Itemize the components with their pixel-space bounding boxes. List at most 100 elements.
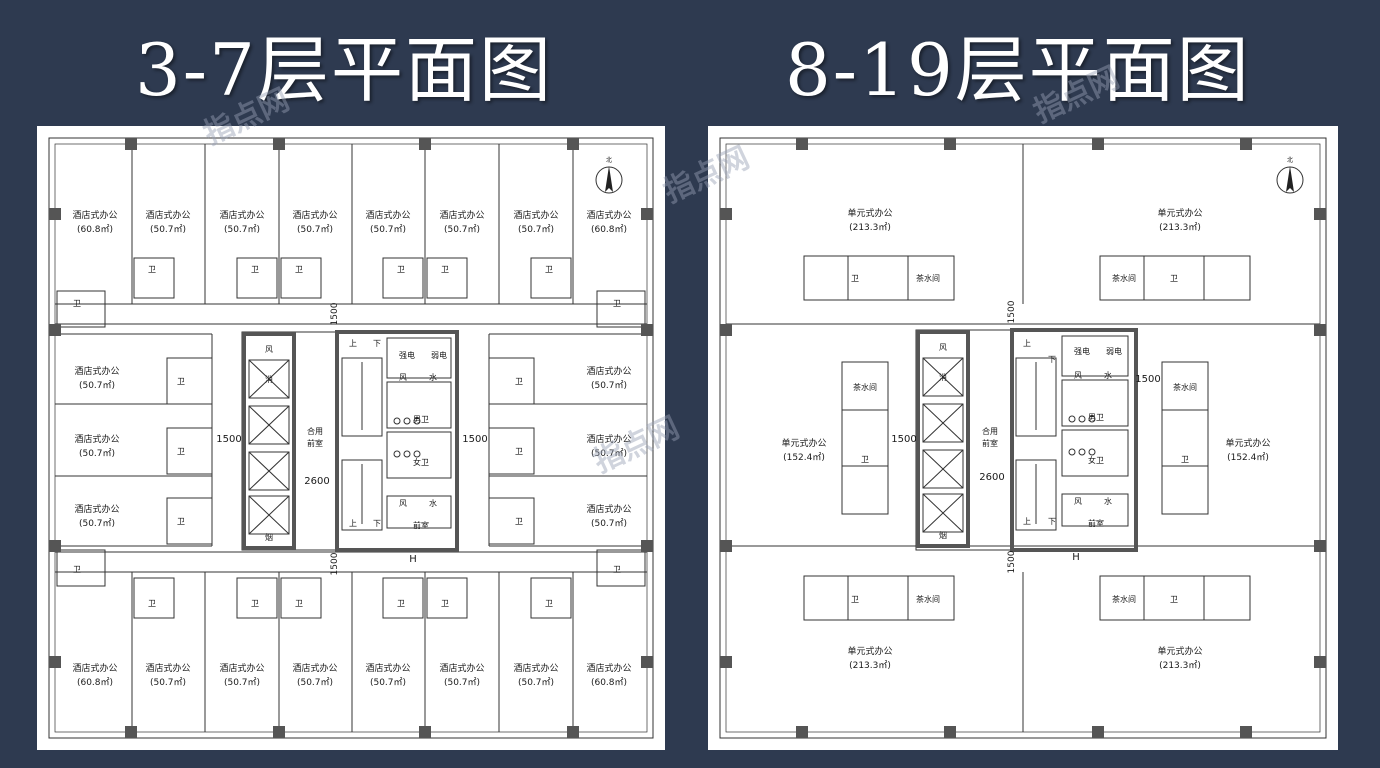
room-label: 酒店式办公	[74, 365, 119, 377]
room-label: 强电	[1074, 346, 1090, 356]
wc-label: 卫	[613, 299, 621, 308]
floor-plan-3-7: 北 酒店式办公 (60.8㎡) 酒店式办公 (50.7㎡) 酒店式办公 (50.…	[37, 126, 665, 750]
room-area: (213.3㎡)	[1159, 660, 1201, 671]
room-area: (152.4㎡)	[783, 452, 825, 463]
room-label: 酒店式办公	[365, 662, 410, 674]
room-label: 女卫	[413, 457, 429, 467]
room-label: 男卫	[1088, 413, 1104, 422]
wc-label: 卫	[73, 565, 81, 574]
wc-label: 卫	[861, 455, 869, 464]
wc-label: 卫	[1181, 455, 1189, 464]
room-label: 酒店式办公	[219, 662, 264, 674]
tea-room-label: 茶水间	[916, 594, 940, 604]
room-area: (50.7㎡)	[224, 224, 260, 235]
stair-down-label: 下	[373, 339, 381, 348]
lobby-label: 合用	[307, 426, 323, 436]
room-area: (50.7㎡)	[79, 448, 115, 459]
wc-label: 卫	[613, 565, 621, 574]
room-label: 酒店式办公	[365, 209, 410, 221]
room-label: 强电	[399, 350, 415, 360]
room-area: (50.7㎡)	[518, 224, 554, 235]
room-label: 酒店式办公	[74, 503, 119, 515]
room-area: (50.7㎡)	[444, 224, 480, 235]
north-label: 北	[1287, 156, 1293, 164]
dimension-label: 1500	[330, 552, 340, 575]
room-label: 酒店式办公	[145, 209, 190, 221]
room-area: (60.8㎡)	[591, 677, 627, 688]
room-label: 酒店式办公	[74, 433, 119, 445]
wc-label: 卫	[148, 265, 156, 274]
room-area: (50.7㎡)	[591, 448, 627, 459]
wc-label: 卫	[545, 599, 553, 608]
room-area: (213.3㎡)	[849, 660, 891, 671]
room-label: 风	[399, 373, 407, 382]
room-label: 前室	[1088, 518, 1104, 528]
stair-up-label: 上	[1023, 339, 1031, 348]
room-label: 消	[939, 372, 947, 382]
room-label: 单元式办公	[781, 437, 826, 449]
wc-label: 卫	[251, 599, 259, 608]
dimension-label: 1500	[216, 434, 241, 445]
stair-up-label: 上	[1023, 517, 1031, 526]
wc-label: 卫	[73, 299, 81, 308]
room-label: 单元式办公	[847, 645, 892, 657]
room-label: 酒店式办公	[586, 209, 631, 221]
room-area: (50.7㎡)	[297, 677, 333, 688]
lobby-label: 前室	[307, 438, 323, 448]
room-label: 风	[265, 345, 273, 354]
room-area: (50.7㎡)	[79, 518, 115, 529]
wc-label: 卫	[441, 599, 449, 608]
room-label: 弱电	[1106, 346, 1122, 356]
room-label: 女卫	[1088, 455, 1104, 465]
dimension-label: 2600	[304, 476, 329, 487]
stair-up-label: 上	[349, 519, 357, 528]
room-area: (213.3㎡)	[1159, 222, 1201, 233]
room-area: (50.7㎡)	[224, 677, 260, 688]
tea-room-label: 茶水间	[1173, 382, 1197, 392]
room-label: 酒店式办公	[439, 209, 484, 221]
room-label: 酒店式办公	[219, 209, 264, 221]
wc-label: 卫	[545, 265, 553, 274]
dimension-label: 1500	[1007, 550, 1017, 573]
room-label: 单元式办公	[1225, 437, 1270, 449]
room-label: 酒店式办公	[513, 662, 558, 674]
room-label: 酒店式办公	[586, 662, 631, 674]
room-label: 烟	[939, 531, 947, 540]
room-area: (50.7㎡)	[444, 677, 480, 688]
room-label: 酒店式办公	[513, 209, 558, 221]
lobby-label: 前室	[982, 438, 998, 448]
wc-label: 卫	[397, 265, 405, 274]
room-label: 弱电	[431, 350, 447, 360]
room-area: (50.7㎡)	[150, 224, 186, 235]
room-label: 水	[429, 372, 437, 382]
room-area: (213.3㎡)	[849, 222, 891, 233]
room-label: 风	[1074, 497, 1082, 506]
wc-label: 卫	[397, 599, 405, 608]
room-area: (50.7㎡)	[370, 224, 406, 235]
room-label: 水	[1104, 496, 1112, 506]
room-label: 风	[939, 343, 947, 352]
wc-label: 卫	[851, 595, 859, 604]
room-label: H	[1072, 552, 1080, 563]
dimension-label: 1500	[891, 434, 916, 445]
room-area: (60.8㎡)	[591, 224, 627, 235]
room-label: 水	[429, 498, 437, 508]
wc-label: 卫	[251, 265, 259, 274]
stair-down-label: 下	[1048, 355, 1056, 364]
dimension-label: 1500	[1007, 300, 1017, 323]
room-area: (60.8㎡)	[77, 224, 113, 235]
north-arrow-icon: 北	[595, 156, 623, 194]
wc-label: 卫	[515, 447, 523, 456]
room-label: 风	[399, 499, 407, 508]
room-label: 酒店式办公	[586, 365, 631, 377]
room-label: 酒店式办公	[586, 433, 631, 445]
wc-label: 卫	[295, 599, 303, 608]
room-label: 酒店式办公	[292, 209, 337, 221]
stair-down-label: 下	[373, 519, 381, 528]
wc-label: 卫	[1170, 595, 1178, 604]
room-label: 酒店式办公	[292, 662, 337, 674]
dimension-label: 2600	[979, 472, 1004, 483]
room-label: 消	[265, 374, 273, 384]
room-label: 单元式办公	[847, 207, 892, 219]
wc-label: 卫	[148, 599, 156, 608]
